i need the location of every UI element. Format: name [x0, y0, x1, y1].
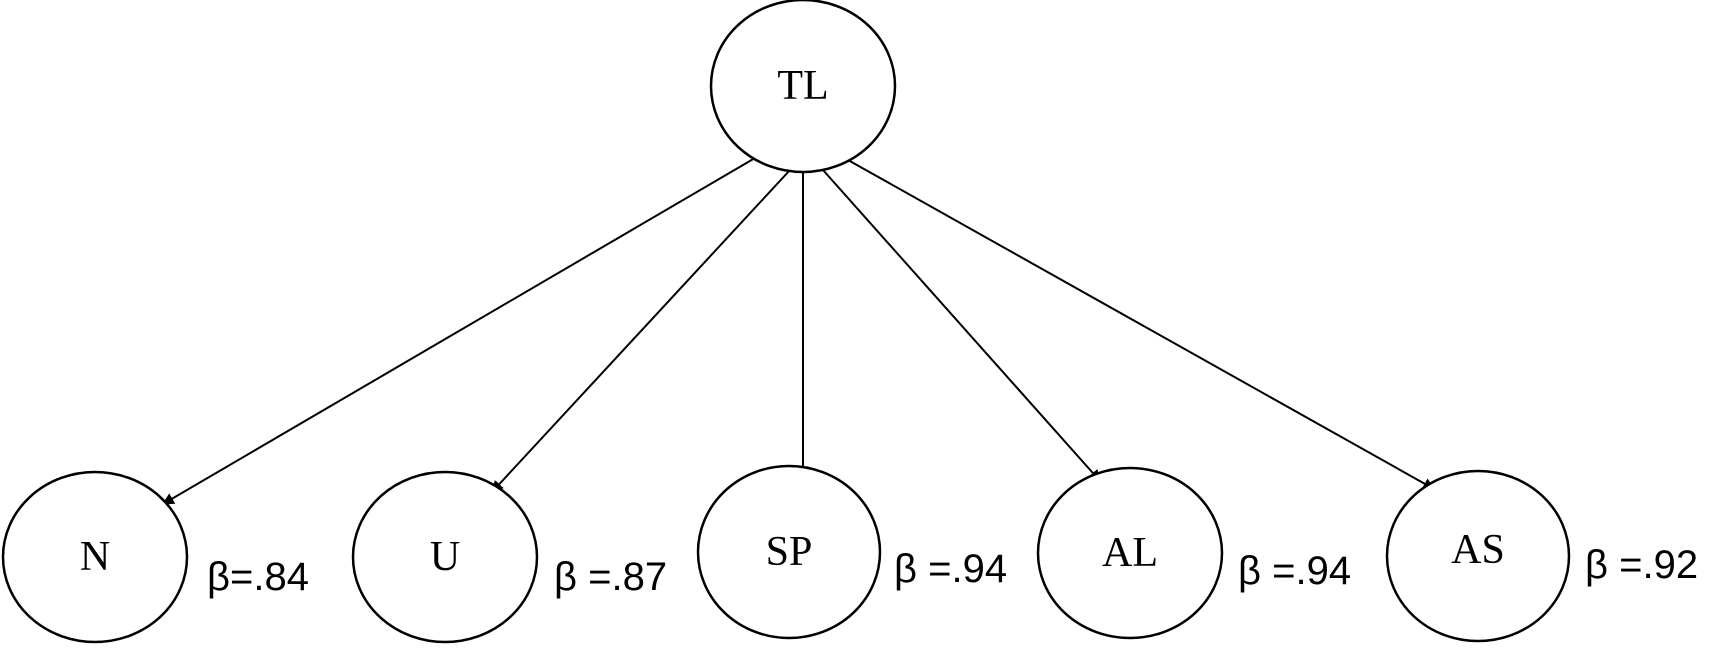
edge-tl-u — [491, 169, 791, 493]
node-al: AL β =.94 — [1036, 466, 1351, 640]
node-as-label: AS — [1451, 527, 1505, 573]
node-sp-label: SP — [766, 529, 813, 575]
node-u-label: U — [430, 534, 460, 580]
edge-tl-n — [161, 157, 756, 505]
node-as-ellipse — [1385, 469, 1571, 643]
node-sp: SP β =.94 — [696, 464, 1007, 640]
beta-al: β =.94 — [1238, 549, 1351, 593]
beta-as: β =.92 — [1585, 543, 1698, 587]
node-n-label: N — [80, 534, 110, 580]
edge-tl-al — [822, 169, 1101, 482]
node-as: AS β =.92 — [1385, 469, 1698, 643]
node-u-ellipse — [351, 470, 539, 644]
beta-u: β =.87 — [554, 555, 667, 599]
edge-tl-as — [847, 159, 1436, 490]
node-tl: TL — [709, 0, 897, 174]
node-tl-label: TL — [777, 63, 828, 109]
node-sp-ellipse — [696, 464, 882, 640]
node-u: U β =.87 — [351, 470, 667, 644]
node-n-ellipse — [1, 470, 189, 644]
node-tl-ellipse — [709, 0, 897, 174]
node-al-label: AL — [1102, 530, 1158, 576]
node-n: N β=.84 — [1, 470, 309, 644]
beta-n: β=.84 — [207, 555, 309, 599]
beta-sp: β =.94 — [894, 547, 1007, 591]
node-al-ellipse — [1036, 466, 1224, 640]
